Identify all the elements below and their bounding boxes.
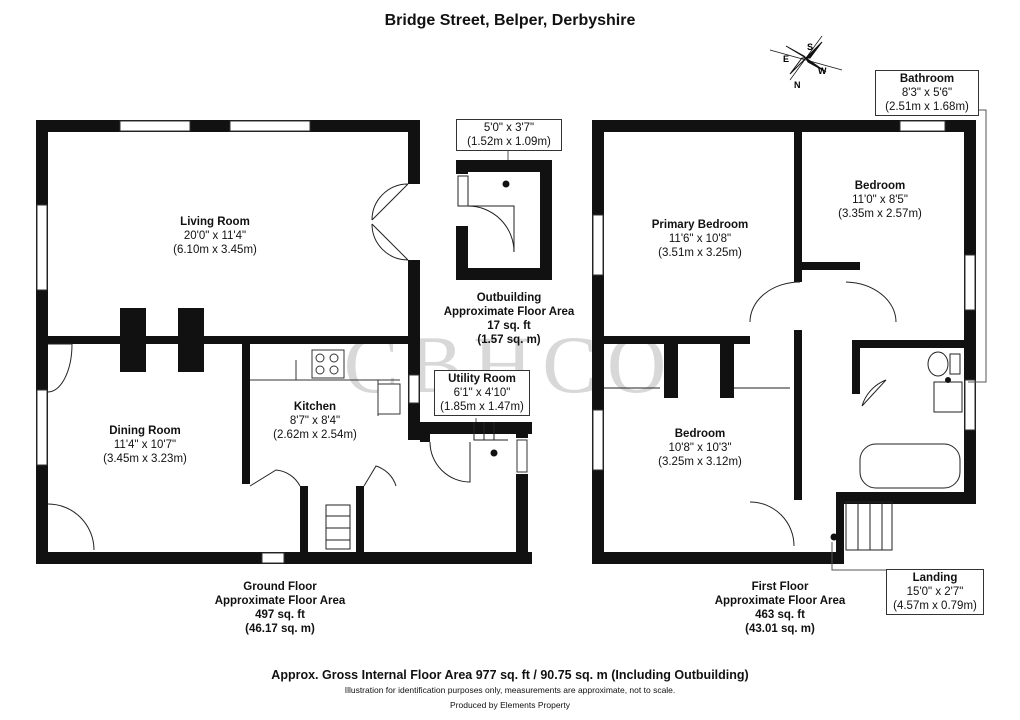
disclaimer-text: Illustration for identification purposes…	[344, 685, 676, 695]
compass-w: W	[818, 66, 827, 76]
plan-title: Bridge Street, Belper, Derbyshire	[384, 12, 636, 29]
outbuilding-dims-label: 5'0" x 3'7"(1.52m x 1.09m)	[456, 119, 562, 151]
producer-text: Produced by Elements Property	[449, 700, 570, 710]
compass-icon	[769, 35, 843, 81]
gross-area-text: Approx. Gross Internal Floor Area 977 sq…	[271, 668, 749, 682]
first-doors	[604, 281, 963, 551]
compass-n: N	[794, 80, 801, 90]
leader-lines	[475, 109, 987, 571]
kitchen-fittings	[250, 349, 401, 416]
ground-windows	[36, 120, 528, 564]
first-windows	[592, 120, 976, 471]
outbuilding-walls	[456, 160, 552, 280]
ground-doors	[47, 183, 508, 551]
compass-e: E	[783, 54, 789, 64]
compass-s: S	[807, 42, 813, 52]
outbuilding-door	[457, 175, 515, 253]
